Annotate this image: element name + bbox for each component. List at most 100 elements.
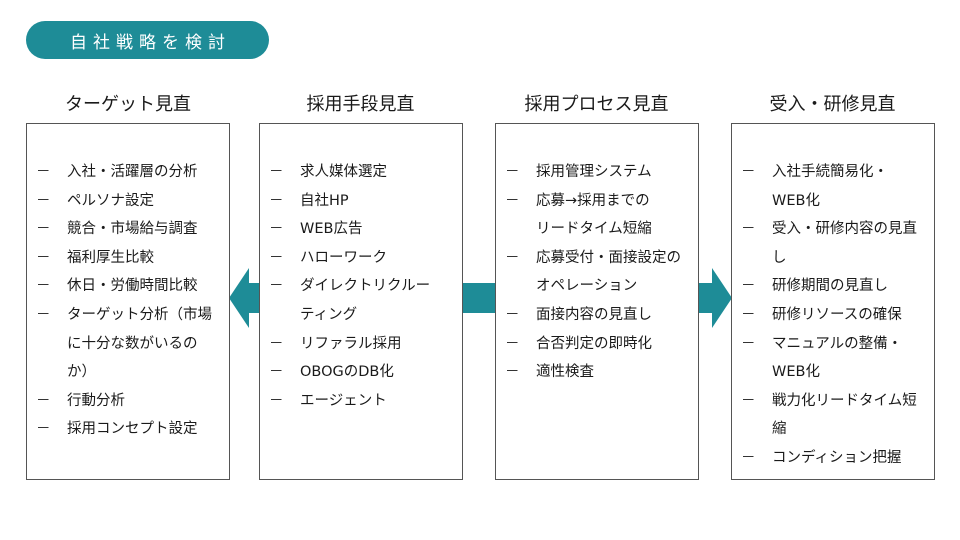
dash-icon: － (269, 335, 284, 352)
dash-icon: － (741, 221, 756, 238)
list-item-text: OBOGのDB化 (300, 364, 394, 381)
item-list: － 入社・活躍層の分析 － ペルソナ設定 － 競合・市場給与調査 － 福利厚生比較 － 休… (36, 158, 223, 444)
dash-icon: － (36, 192, 51, 209)
list-item-text: ターゲット分析（市場 に十分な数がいるの か） (67, 306, 212, 381)
dash-icon: － (36, 221, 51, 238)
dash-icon: － (505, 335, 520, 352)
column-box-method: － 求人媒体選定 － 自社HP － WEB広告 － ハローワーク － ダイレクトリクルー … (259, 123, 463, 480)
list-item: － コンディション把握 (741, 444, 928, 473)
list-item: － 競合・市場給与調査 (36, 215, 223, 244)
dash-icon: － (36, 249, 51, 266)
list-item-text: ペルソナ設定 (67, 192, 154, 209)
list-item: － 適性検査 (505, 358, 692, 387)
item-list: －採用管理システム －応募→採用までの リードタイム短縮 －応募受付・面接設定の… (505, 158, 692, 387)
list-item: － 休日・労働時間比較 (36, 272, 223, 301)
dash-icon: － (741, 306, 756, 323)
list-item-text: 入社・活躍層の分析 (67, 164, 198, 180)
list-item: － ダイレクトリクルー ティング (269, 272, 456, 329)
dash-icon: － (269, 249, 284, 266)
list-item-text: 自社HP (300, 192, 349, 209)
list-item-text: 受入・研修内容の見直 し (772, 221, 917, 266)
list-item: － ペルソナ設定 (36, 187, 223, 216)
list-item: － 採用管理システム (505, 158, 692, 187)
list-item-text: 採用コンセプト設定 (67, 421, 198, 438)
dash-icon: － (36, 278, 51, 295)
list-item: － WEB広告 (269, 215, 456, 244)
list-item: － 入社手続簡易化・ WEB化 (741, 158, 928, 215)
column-heading-target: ターゲット見直 (65, 94, 191, 115)
dash-icon: － (741, 164, 756, 180)
column-heading-process: 採用プロセス見直 (524, 94, 669, 115)
connector-bar (462, 283, 496, 313)
page-title: 自社戦略を検討 (70, 32, 231, 53)
list-item-text: 採用管理システム (536, 164, 652, 180)
list-item: － 合否判定の即時化 (505, 330, 692, 359)
list-item: － 応募→採用までの リードタイム短縮 (505, 187, 692, 244)
item-list: － 入社手続簡易化・ WEB化 － 受入・研修内容の見直 し －研修期間の見直し －… (741, 158, 928, 473)
list-item: － OBOGのDB化 (269, 358, 456, 387)
dash-icon: － (505, 364, 520, 381)
list-item: － ハローワーク (269, 244, 456, 273)
dash-icon: － (741, 335, 756, 352)
dash-icon: － (505, 164, 520, 180)
list-item-text: 戦力化リードタイム短 縮 (772, 392, 917, 438)
list-item: － 戦力化リードタイム短 縮 (741, 387, 928, 444)
dash-icon: － (36, 421, 51, 438)
dash-icon: － (269, 392, 284, 409)
list-item-text: WEB広告 (300, 221, 363, 238)
column-heading-method: 採用手段見直 (306, 94, 415, 115)
dash-icon: － (269, 192, 284, 209)
left-arrow-icon (229, 268, 263, 328)
list-item-text: 福利厚生比較 (67, 249, 154, 266)
list-item-text: 合否判定の即時化 (536, 335, 652, 352)
dash-icon: － (505, 192, 520, 209)
title-pill: 自社戦略を検討 (26, 21, 269, 59)
list-item: － 入社・活躍層の分析 (36, 158, 223, 187)
list-item-text: 適性検査 (536, 364, 594, 381)
dash-icon: － (36, 164, 51, 180)
list-item: － 福利厚生比較 (36, 244, 223, 273)
list-item: － リファラル採用 (269, 330, 456, 359)
list-item: － 自社HP (269, 187, 456, 216)
list-item: － 採用コンセプト設定 (36, 415, 223, 444)
list-item: － 行動分析 (36, 387, 223, 416)
dash-icon: － (269, 278, 284, 295)
list-item-text: ハローワーク (300, 249, 387, 266)
dash-icon: － (741, 392, 756, 409)
item-list: － 求人媒体選定 － 自社HP － WEB広告 － ハローワーク － ダイレクトリクルー … (269, 158, 456, 415)
list-item-text: 休日・労働時間比較 (67, 278, 198, 295)
list-item-text: 研修リソースの確保 (772, 306, 902, 323)
column-box-target: － 入社・活躍層の分析 － ペルソナ設定 － 競合・市場給与調査 － 福利厚生比較 － 休… (26, 123, 230, 480)
dash-icon: － (36, 392, 51, 409)
list-item: －応募受付・面接設定の オペレーション (505, 244, 692, 301)
right-arrow-icon (698, 268, 732, 328)
list-item-text: リファラル採用 (300, 335, 402, 352)
list-item-text: 行動分析 (67, 392, 125, 409)
list-item-text: 求人媒体選定 (300, 164, 387, 180)
list-item-text: マニュアルの整備・ WEB化 (772, 335, 903, 381)
list-item-text: 入社手続簡易化・ WEB化 (772, 164, 888, 209)
list-item-text: エージェント (300, 392, 387, 409)
column-box-process: －採用管理システム －応募→採用までの リードタイム短縮 －応募受付・面接設定の… (495, 123, 699, 480)
list-item: － 受入・研修内容の見直 し (741, 215, 928, 272)
list-item: －面接内容の見直し (505, 301, 692, 330)
list-item-text: 競合・市場給与調査 (67, 221, 198, 238)
list-item: － 研修リソースの確保 (741, 301, 928, 330)
list-item-text: コンディション把握 (772, 449, 902, 466)
list-item: － マニュアルの整備・ WEB化 (741, 330, 928, 387)
list-item-text: 面接内容の見直し (536, 306, 652, 323)
dash-icon: － (269, 364, 284, 381)
list-item: －研修期間の見直し (741, 272, 928, 301)
list-item-text: 応募受付・面接設定の オペレーション (536, 249, 681, 295)
list-item-text: 応募→採用までの リードタイム短縮 (536, 192, 652, 238)
dash-icon: － (269, 221, 284, 238)
list-item: － エージェント (269, 387, 456, 416)
list-item-text: ダイレクトリクルー ティング (300, 278, 431, 323)
list-item: － ターゲット分析（市場 に十分な数がいるの か） (36, 301, 223, 387)
column-box-onboarding: － 入社手続簡易化・ WEB化 － 受入・研修内容の見直 し －研修期間の見直し －… (731, 123, 935, 480)
dash-icon: － (741, 278, 756, 295)
dash-icon: － (741, 449, 756, 466)
dash-icon: － (36, 306, 51, 323)
dash-icon: － (269, 164, 284, 180)
list-item: － 求人媒体選定 (269, 158, 456, 187)
